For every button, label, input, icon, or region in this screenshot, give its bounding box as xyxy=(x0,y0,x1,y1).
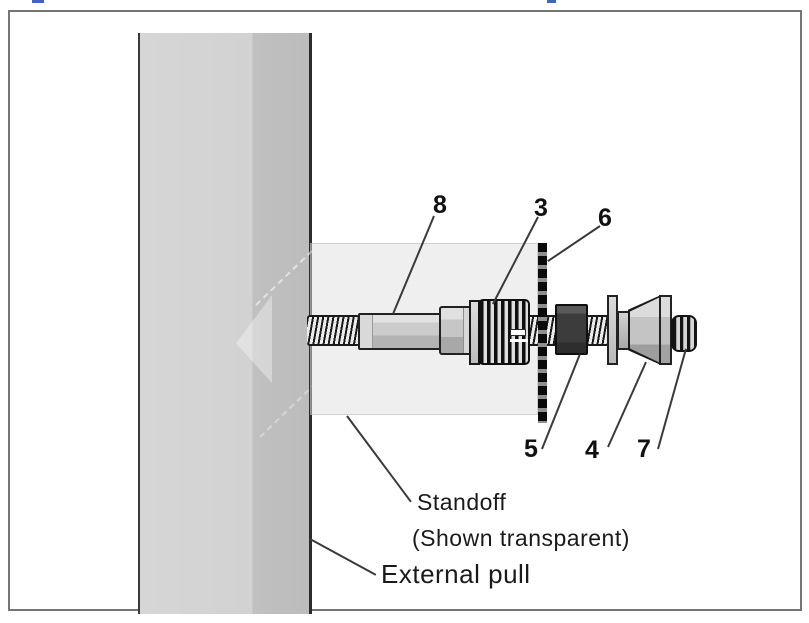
cropped-caption-remnant xyxy=(547,0,556,3)
part-7-threaded-tip xyxy=(671,315,697,352)
part-label-6: 6 xyxy=(598,204,613,232)
standoff-transparent-note: (Shown transparent) xyxy=(412,525,630,551)
leader-line-standoff xyxy=(346,415,412,503)
part-label-7: 7 xyxy=(637,435,652,463)
external-pull-label: External pull xyxy=(381,559,531,589)
cropped-caption-remnant xyxy=(32,0,44,3)
part-4-cone xyxy=(628,295,661,365)
leader-line-6 xyxy=(547,225,601,263)
part-4-cone-face xyxy=(630,297,659,363)
part-label-5: 5 xyxy=(524,435,539,463)
hex-nut xyxy=(439,306,472,355)
leader-line-external-pull xyxy=(309,538,377,576)
insert-slot-line xyxy=(510,339,528,342)
figure-frame: 8 3 6 5 4 7 Standoff (Shown transparent)… xyxy=(8,10,802,614)
insert-slot xyxy=(510,329,526,336)
threaded-rod-segment xyxy=(586,315,611,346)
leader-line-5 xyxy=(541,353,581,450)
part-label-8: 8 xyxy=(433,191,448,219)
standoff-label: Standoff xyxy=(417,489,507,515)
wall-panel xyxy=(138,33,312,614)
part-6-gasket-plate xyxy=(538,243,547,423)
part-label-4: 4 xyxy=(585,436,600,464)
part-8-sleeve xyxy=(358,313,441,350)
threaded-rod-segment xyxy=(307,315,360,346)
part-label-3: 3 xyxy=(534,194,549,222)
part-5-spacer xyxy=(555,304,588,355)
